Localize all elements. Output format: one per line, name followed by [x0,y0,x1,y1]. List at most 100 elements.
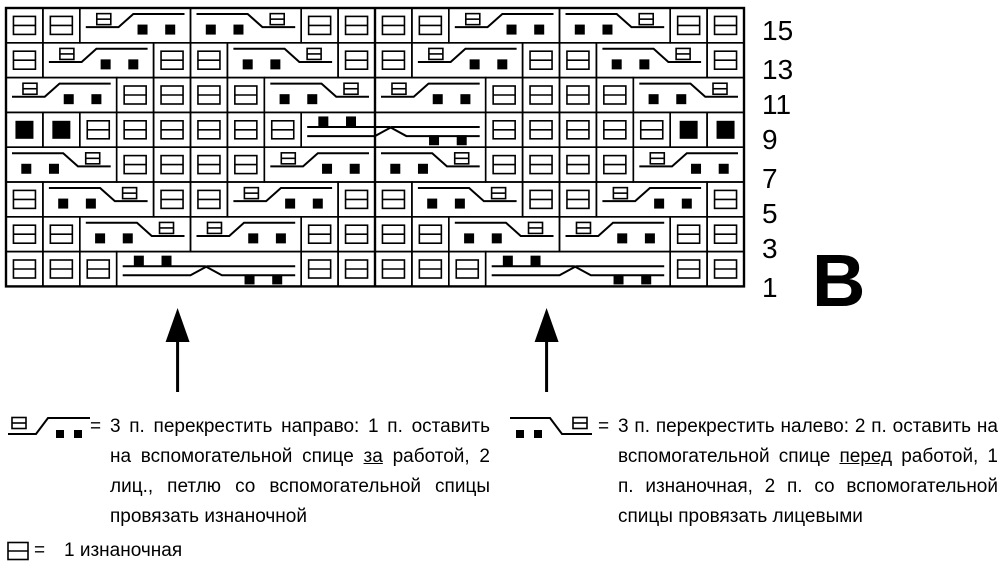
cross-right-knit2-r11-c0 [91,94,102,105]
cross-right-line-r13-c11 [417,47,517,63]
cross-left-knit1-r15-c15 [574,24,585,35]
cross-left-knit1-r7-c10 [390,163,401,174]
legend-right-cross-text-a: 3 п. перекрестить направо: 1 п. оставить… [110,416,490,467]
legend-eq-left-cross: = [598,416,610,437]
cross-right-knit2-r13-c11 [497,59,508,70]
cross-left-knit2-r5-c1 [85,198,96,209]
cross-right-knit2-r15-c2 [165,24,176,35]
cross-right-line-r15-c12 [454,13,554,29]
cross-5-knit3-r1-c13 [613,274,624,285]
row-label-3: 3 [762,233,778,264]
cross-left-knit2-r11-c17 [676,94,687,105]
cross-right-line-r3-c15 [565,221,665,237]
cross-right-knit1-r11-c0 [63,94,74,105]
cross-left-knit1-r15-c5 [205,24,216,35]
cross-left-knit1-r7-c0 [21,163,32,174]
cross-right-knit2-r7-c7 [349,163,360,174]
knit-symbol-r9-c19 [716,120,735,139]
cross-right-knit1-r5-c16 [654,198,665,209]
legend-purl-text: 1 изнаночная [64,540,183,561]
cross-left-knit2-r3-c12 [491,233,502,244]
arrow-head-2 [534,308,559,342]
cross-left-knit2-r5-c11 [454,198,465,209]
cross-5-knit4-r9-c8 [456,135,467,146]
cross-right-knit2-r7-c17 [718,163,729,174]
cross-left-knit1-r11-c17 [648,94,659,105]
cross-right-line-r3-c5 [196,221,296,237]
row-label-7: 7 [762,163,778,194]
cross-left-line-r5-c11 [417,187,517,203]
cross-right-knit1-r13-c11 [469,59,480,70]
cross-left-knit1-r13-c16 [611,59,622,70]
cross-left-line-r5-c1 [48,187,148,203]
cross-5-line-r1-c13 [491,265,665,277]
cross-right-knit1-r7-c17 [691,163,702,174]
legend-left-cross-text-a: 3 п. перекрестить налево: 2 п. оставить … [618,416,998,467]
cross-left-knit1-r13-c6 [242,59,253,70]
cross-left-line-r13-c16 [602,47,702,63]
legend-right-cross-text-b: работой, 2 лиц., петлю со вспомогательно… [110,446,490,527]
cross-left-knit2-r15-c15 [602,24,613,35]
cross-left-knit2-r11-c7 [307,94,318,105]
cross-left-knit1-r5-c11 [427,198,438,209]
cross-left-knit2-r13-c16 [639,59,650,70]
arrow-head-1 [165,308,190,342]
cross-left-line-r11-c7 [270,82,369,98]
legend-eq-right-cross: = [90,416,102,437]
cross-5-knit1-r1-c13 [502,255,513,266]
cross-right-knit2-r11-c10 [460,94,471,105]
legend-eq-purl: = [34,540,46,561]
cross-right-line-r5-c16 [602,187,702,203]
cross-left-line-r15-c5 [196,13,296,29]
cross-left-line-r15-c15 [565,13,665,29]
legend-right-cross-knit1 [56,430,64,438]
cross-right-knit1-r15-c12 [506,24,517,35]
legend-left-cross-line [510,417,592,435]
legend-left-cross-text-b: работой, 1 п. изнаночная, 2 п. со вспомо… [618,446,998,527]
cross-left-knit2-r7-c0 [48,163,59,174]
cross-left-line-r7-c0 [12,152,111,168]
cross-5-knit3-r9-c8 [429,135,440,146]
row-label-5: 5 [762,198,778,229]
row-label-15: 15 [762,15,794,46]
knit-symbol-r9-c18 [679,120,698,139]
cross-5-line2-r1-c3 [122,265,296,277]
cross-left-knit2-r3-c2 [122,233,133,244]
cross-5-line2-r1-c13 [491,265,665,277]
cross-right-knit1-r15-c2 [137,24,148,35]
legend-right-cross-knit2 [74,430,82,438]
cross-5-knit1-r1-c3 [133,255,144,266]
cross-right-knit1-r7-c7 [322,163,333,174]
legend-left-cross-underlined: перед [839,446,893,467]
cross-right-line-r5-c6 [233,187,333,203]
cross-left-knit1-r5-c1 [58,198,69,209]
cross-5-knit2-r1-c13 [530,255,541,266]
row-label-9: 9 [762,124,778,155]
cross-right-knit2-r3-c15 [644,233,655,244]
cross-right-knit1-r13-c1 [100,59,111,70]
cross-right-line-r11-c10 [381,82,480,98]
cross-5-knit4-r1-c13 [641,274,652,285]
cross-left-line-r13-c6 [233,47,333,63]
cross-5-knit1-r9-c8 [318,116,329,127]
legend-left-cross-text: 3 п. перекрестить налево: 2 п. оставить … [618,412,998,532]
legend-right-cross-underlined: за [363,446,383,467]
row-label-1: 1 [762,272,778,303]
cross-5-line2-r9-c8 [307,126,480,138]
chart-letter: B [812,239,866,322]
cross-left-knit2-r15-c5 [233,24,244,35]
cross-5-line-r9-c8 [307,126,480,138]
cross-5-line-r1-c3 [122,265,296,277]
knit-symbol-r9-c1 [52,120,71,139]
cross-right-knit2-r13-c1 [128,59,139,70]
cross-left-line-r3-c2 [85,221,185,237]
cross-left-knit1-r11-c7 [279,94,290,105]
cross-left-knit1-r3-c2 [95,233,106,244]
cross-5-knit3-r1-c3 [244,274,255,285]
legend-left-cross-knit1 [516,430,524,438]
cross-left-knit1-r3-c12 [464,233,475,244]
row-label-13: 13 [762,54,794,85]
cross-5-knit2-r1-c3 [161,255,172,266]
cross-right-line-r13-c1 [48,47,148,63]
